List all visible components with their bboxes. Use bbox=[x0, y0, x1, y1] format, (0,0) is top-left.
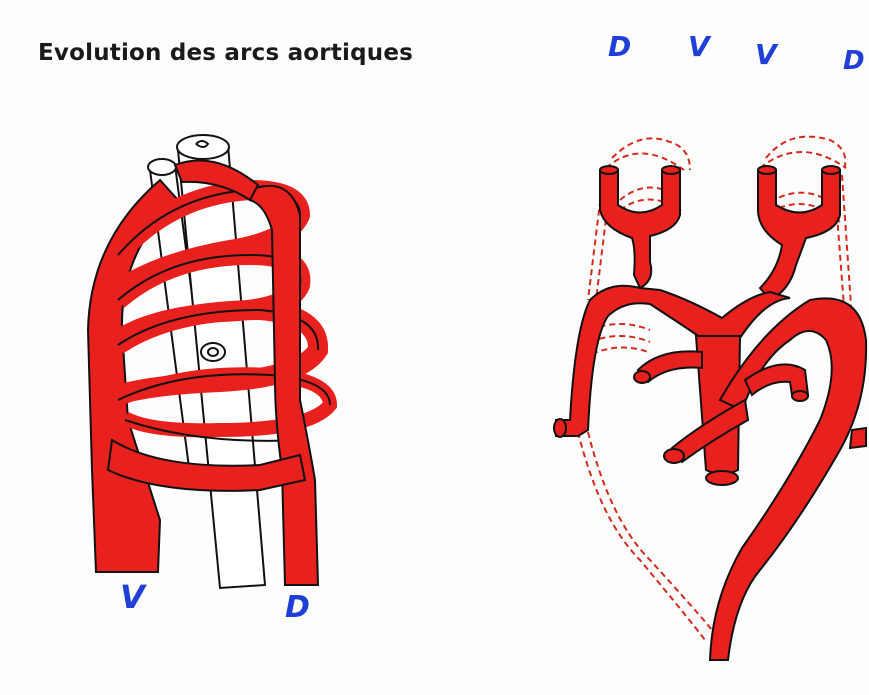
dorsal-label-top-1: D bbox=[608, 30, 631, 63]
ventral-label-top-2: V bbox=[755, 38, 777, 71]
adult-arch-vessels bbox=[554, 166, 866, 660]
dorsal-label-top-2: D bbox=[843, 46, 865, 76]
ventral-label-top-1: V bbox=[688, 30, 710, 63]
